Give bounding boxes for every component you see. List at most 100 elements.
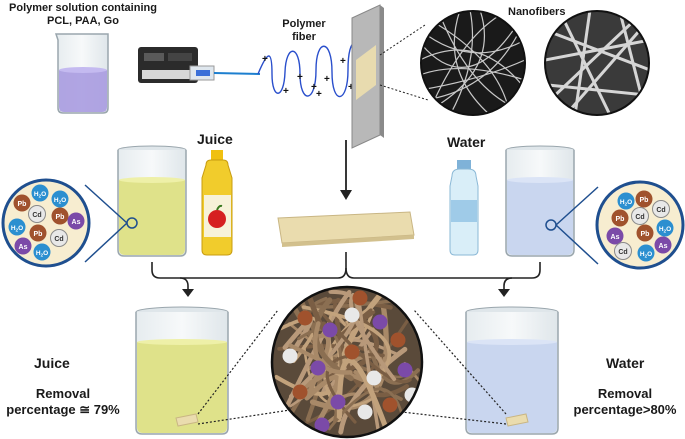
as-particle <box>314 417 330 433</box>
nanofiber-strand <box>327 312 347 365</box>
water-removal-text: Removal percentage>80% <box>566 386 684 418</box>
svg-text:Pb: Pb <box>616 216 625 223</box>
as-particle <box>397 362 413 378</box>
nanofiber-strand <box>304 333 331 400</box>
pb-ion: Pb <box>29 224 47 242</box>
svg-text:Cd: Cd <box>656 207 665 214</box>
nanofiber-strand <box>338 346 408 435</box>
polymer-fiber-label-line1: Polymer <box>282 18 326 30</box>
water-bottle <box>449 160 479 256</box>
h2o-ion: H2O <box>51 190 69 208</box>
pb-ion: Pb <box>611 209 629 227</box>
as-particle <box>322 322 338 338</box>
svg-text:Cd: Cd <box>32 212 41 219</box>
pb-particle <box>292 384 308 400</box>
svg-text:+: + <box>283 86 289 97</box>
nanofiber-membrane <box>277 211 415 247</box>
cd-particle <box>282 348 298 364</box>
h2o-ion: H2O <box>617 192 635 210</box>
polymer-fiber-jet <box>257 42 363 98</box>
cd-particle <box>344 307 360 323</box>
svg-text:As: As <box>659 243 668 250</box>
nanofibers-label: Nanofibers <box>508 6 566 18</box>
water-label-top: Water <box>447 134 486 150</box>
svg-text:Pb: Pb <box>56 214 65 221</box>
nanofiber-strand <box>336 357 388 429</box>
svg-text:H2O: H2O <box>34 191 46 199</box>
as-ion: As <box>67 212 85 230</box>
svg-text:H2O: H2O <box>54 197 66 205</box>
svg-text:H2O: H2O <box>640 251 652 259</box>
pb-ion: Pb <box>636 224 654 242</box>
juice-beaker-top <box>117 145 187 257</box>
water-beaker-bottom <box>465 306 559 435</box>
pb-ion: Pb <box>13 194 31 212</box>
cd-ion: Cd <box>614 242 632 260</box>
collector-plate <box>351 4 384 149</box>
syringe-pump <box>138 47 261 83</box>
polymer-solution-label-line1: Polymer solution containing <box>9 2 157 14</box>
svg-text:H2O: H2O <box>11 225 23 233</box>
pb-particle <box>390 332 406 348</box>
svg-text:Pb: Pb <box>640 197 649 204</box>
svg-text:Cd: Cd <box>54 236 63 243</box>
juice-removal-line2: percentage ≅ 79% <box>6 402 120 417</box>
nanofiber-strand <box>367 343 420 385</box>
svg-text:+: + <box>297 72 303 83</box>
nanofiber-strand <box>358 305 381 433</box>
svg-text:+: + <box>262 54 268 65</box>
polymer-solution-label: Polymer solution containing PCL, PAA, Go <box>0 2 166 28</box>
h2o-ion: H2O <box>8 218 26 236</box>
nanofiber-strand <box>349 292 397 382</box>
nanofiber-strand <box>304 374 340 426</box>
polymer-fiber-label-line2: fiber <box>292 31 316 43</box>
cd-ion: Cd <box>50 229 68 247</box>
svg-text:+: + <box>316 89 322 100</box>
nanofiber-strand <box>272 290 352 434</box>
as-particle <box>310 360 326 376</box>
connector-arrows <box>151 252 541 290</box>
polymer-solution-label-line2: PCL, PAA, Go <box>47 15 119 27</box>
svg-text:Pb: Pb <box>641 231 650 238</box>
svg-text:+: + <box>324 74 330 85</box>
pb-particle <box>344 344 360 360</box>
svg-text:+: + <box>311 82 317 93</box>
h2o-ion: H2O <box>656 219 674 237</box>
nanofiber-sem-zoom-2 <box>544 10 650 116</box>
juice-bottle <box>201 150 233 256</box>
juice-removal-text: Removal percentage ≅ 79% <box>0 386 126 418</box>
as-ion: As <box>606 227 624 245</box>
water-label-bottom: Water <box>606 355 645 371</box>
h2o-ion: H2O <box>33 243 51 261</box>
cd-ion: Cd <box>28 205 46 223</box>
juice-beaker-bottom <box>135 306 229 435</box>
nanofiber-strand <box>301 305 392 378</box>
as-ion: As <box>14 237 32 255</box>
svg-text:H2O: H2O <box>620 199 632 207</box>
pb-particle <box>352 290 368 306</box>
as-ion: As <box>654 236 672 254</box>
svg-text:+: + <box>340 56 346 67</box>
as-particle <box>330 394 346 410</box>
pb-particle <box>297 310 313 326</box>
as-particle <box>372 314 388 330</box>
pb-ion: Pb <box>51 207 69 225</box>
h2o-ion: H2O <box>31 184 49 202</box>
pb-particle <box>382 397 398 413</box>
svg-text:As: As <box>72 219 81 226</box>
cd-particle <box>357 404 373 420</box>
polymer-solution-beaker <box>54 33 109 114</box>
cd-ion: Cd <box>631 207 649 225</box>
cd-ion: Cd <box>652 200 670 218</box>
h2o-ion: H2O <box>637 244 655 262</box>
cd-particle <box>366 370 382 386</box>
svg-text:Pb: Pb <box>34 231 43 238</box>
svg-text:Cd: Cd <box>635 214 644 221</box>
svg-text:+: + <box>348 82 354 93</box>
juice-removal-line1: Removal <box>35 386 91 401</box>
svg-text:As: As <box>611 234 620 241</box>
juice-label-bottom: Juice <box>34 355 70 371</box>
